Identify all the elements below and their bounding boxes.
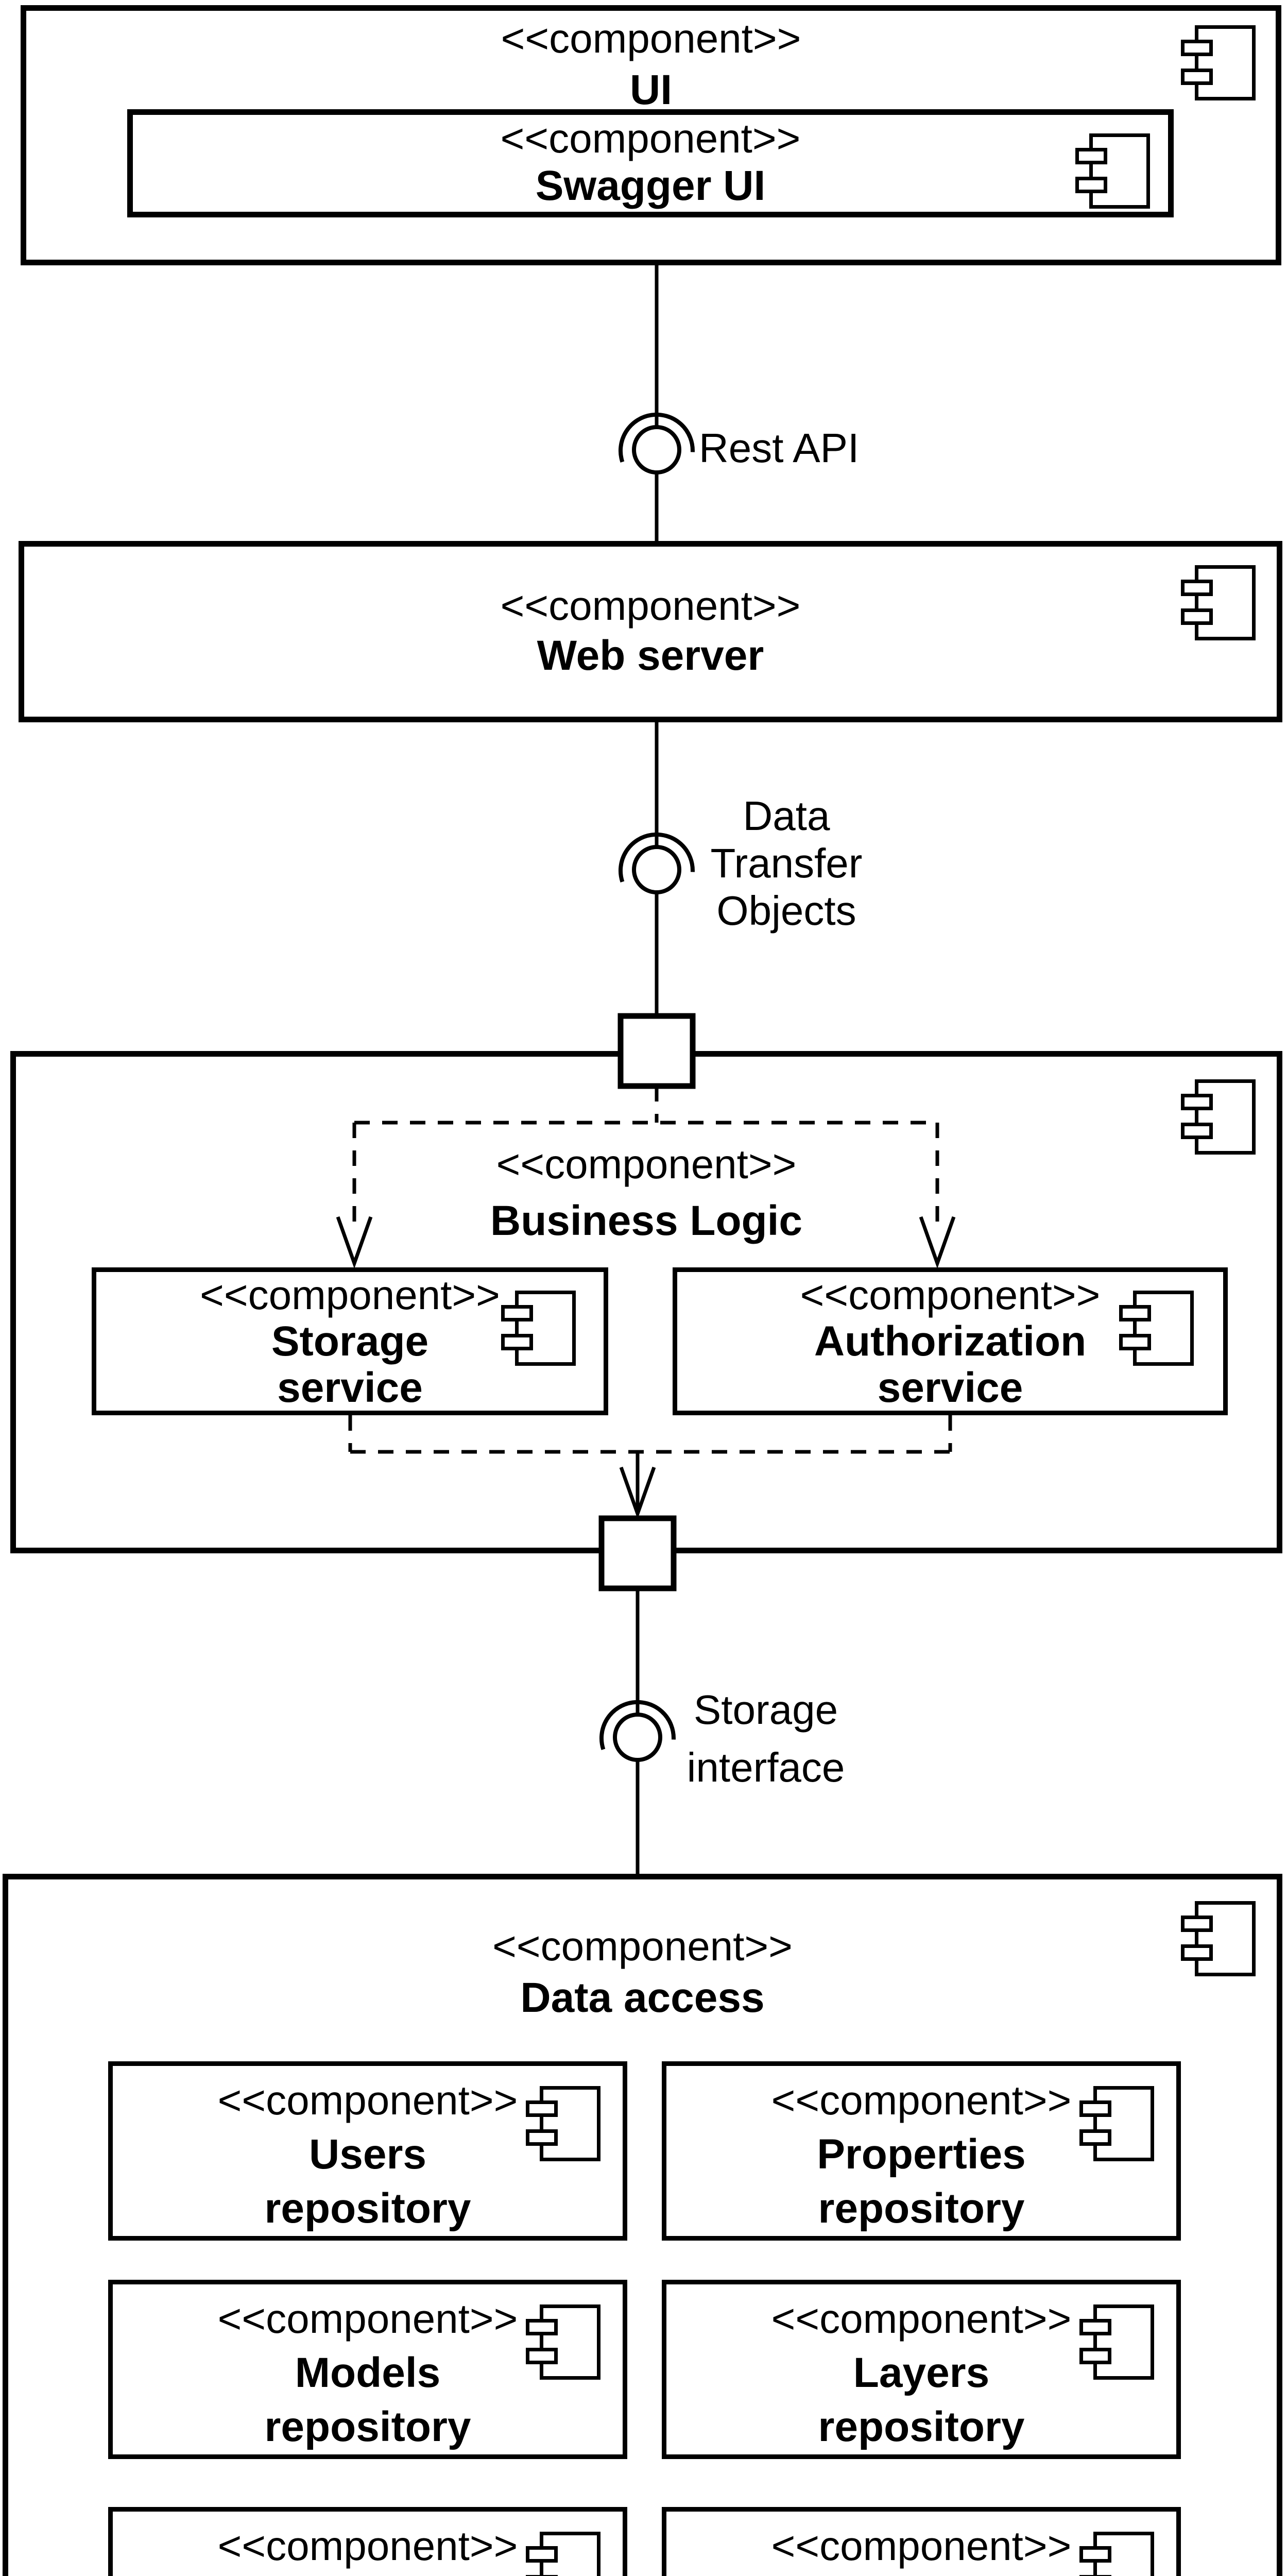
component-name-models-repository-line2: repository [264, 2403, 471, 2450]
component-box-models-repository: <<component>> Models repository [108, 2280, 627, 2459]
component-icon [1119, 1291, 1194, 1366]
interface-label-line: interface [687, 1744, 845, 1790]
component-box-units-repository: <<component>> Units repository [662, 2507, 1181, 2576]
component-icon [1079, 2532, 1154, 2576]
component-name-swagger-ui: Swagger UI [535, 162, 766, 209]
component-box-model-elements-repository: <<component>> Model elements repository [108, 2507, 627, 2576]
component-icon [1079, 2086, 1154, 2161]
component-name-authorization-service-line2: service [877, 1364, 1023, 1411]
component-box-properties-repository: <<component>> Properties repository [662, 2061, 1181, 2241]
component-box-layers-repository: <<component>> Layers repository [662, 2280, 1181, 2459]
component-icon [1075, 133, 1150, 209]
component-name-layers-repository-line1: Layers [853, 2349, 990, 2396]
component-name-storage-service-line1: Storage [271, 1318, 429, 1365]
stereotype-label: <<component>> [771, 2523, 1072, 2569]
component-icon [1079, 2304, 1154, 2380]
stereotype-label: <<component>> [800, 1272, 1101, 1318]
component-icon [526, 2304, 600, 2380]
component-name-authorization-service-line1: Authorization [814, 1318, 1087, 1365]
interface-label-rest-api: Rest API [699, 425, 860, 471]
component-box-authorization-service: <<component>> Authorization service [673, 1267, 1228, 1415]
component-name-users-repository-line2: repository [264, 2185, 471, 2232]
component-name-layers-repository-line2: repository [818, 2403, 1025, 2450]
component-box-users-repository: <<component>> Users repository [108, 2061, 627, 2241]
interface-label-data-transfer-objects: Data Transfer Objects [658, 792, 915, 935]
interface-label-line: Objects [716, 888, 856, 934]
stereotype-label: <<component>> [200, 1272, 500, 1318]
stereotype-label: <<component>> [217, 2077, 518, 2123]
interface-label-line: Storage [693, 1687, 838, 1733]
stereotype-label: <<component>> [496, 1141, 797, 1187]
component-icon [526, 2086, 600, 2161]
component-name-properties-repository-line1: Properties [817, 2131, 1026, 2178]
component-icon [1181, 1079, 1256, 1155]
component-name-storage-service-line2: service [277, 1364, 423, 1411]
interface-label-line: Transfer [710, 840, 863, 886]
stereotype-label: <<component>> [501, 15, 801, 61]
component-box-web-server: <<component>> Web server [19, 541, 1282, 722]
component-icon [1181, 565, 1256, 640]
interface-label-storage-interface: Storage interface [637, 1681, 895, 1797]
stereotype-label: <<component>> [492, 1923, 793, 1969]
component-name-data-access: Data access [520, 1974, 765, 2021]
component-icon [501, 1291, 576, 1366]
component-name-models-repository-line1: Models [295, 2349, 441, 2396]
ball-icon-rest-api [632, 425, 681, 474]
stereotype-label: <<component>> [217, 2523, 518, 2569]
component-icon [526, 2532, 600, 2576]
component-name-business-logic: Business Logic [490, 1197, 803, 1244]
stereotype-label: <<component>> [771, 2077, 1072, 2123]
component-box-storage-service: <<component>> Storage service [92, 1267, 608, 1415]
component-name-web-server: Web server [537, 632, 764, 679]
component-box-swagger-ui: <<component>> Swagger UI [127, 109, 1174, 217]
stereotype-label: <<component>> [771, 2296, 1072, 2342]
stereotype-label: <<component>> [500, 583, 801, 629]
stereotype-label: <<component>> [217, 2296, 518, 2342]
component-icon [1181, 1901, 1256, 1976]
stereotype-label: <<component>> [500, 115, 801, 161]
component-name-ui: UI [630, 66, 672, 113]
component-name-properties-repository-line2: repository [818, 2185, 1025, 2232]
component-icon [1181, 25, 1256, 100]
component-name-users-repository-line1: Users [309, 2131, 426, 2178]
socket-icon-rest-api [619, 412, 695, 463]
interface-label-line: Data [743, 793, 830, 839]
